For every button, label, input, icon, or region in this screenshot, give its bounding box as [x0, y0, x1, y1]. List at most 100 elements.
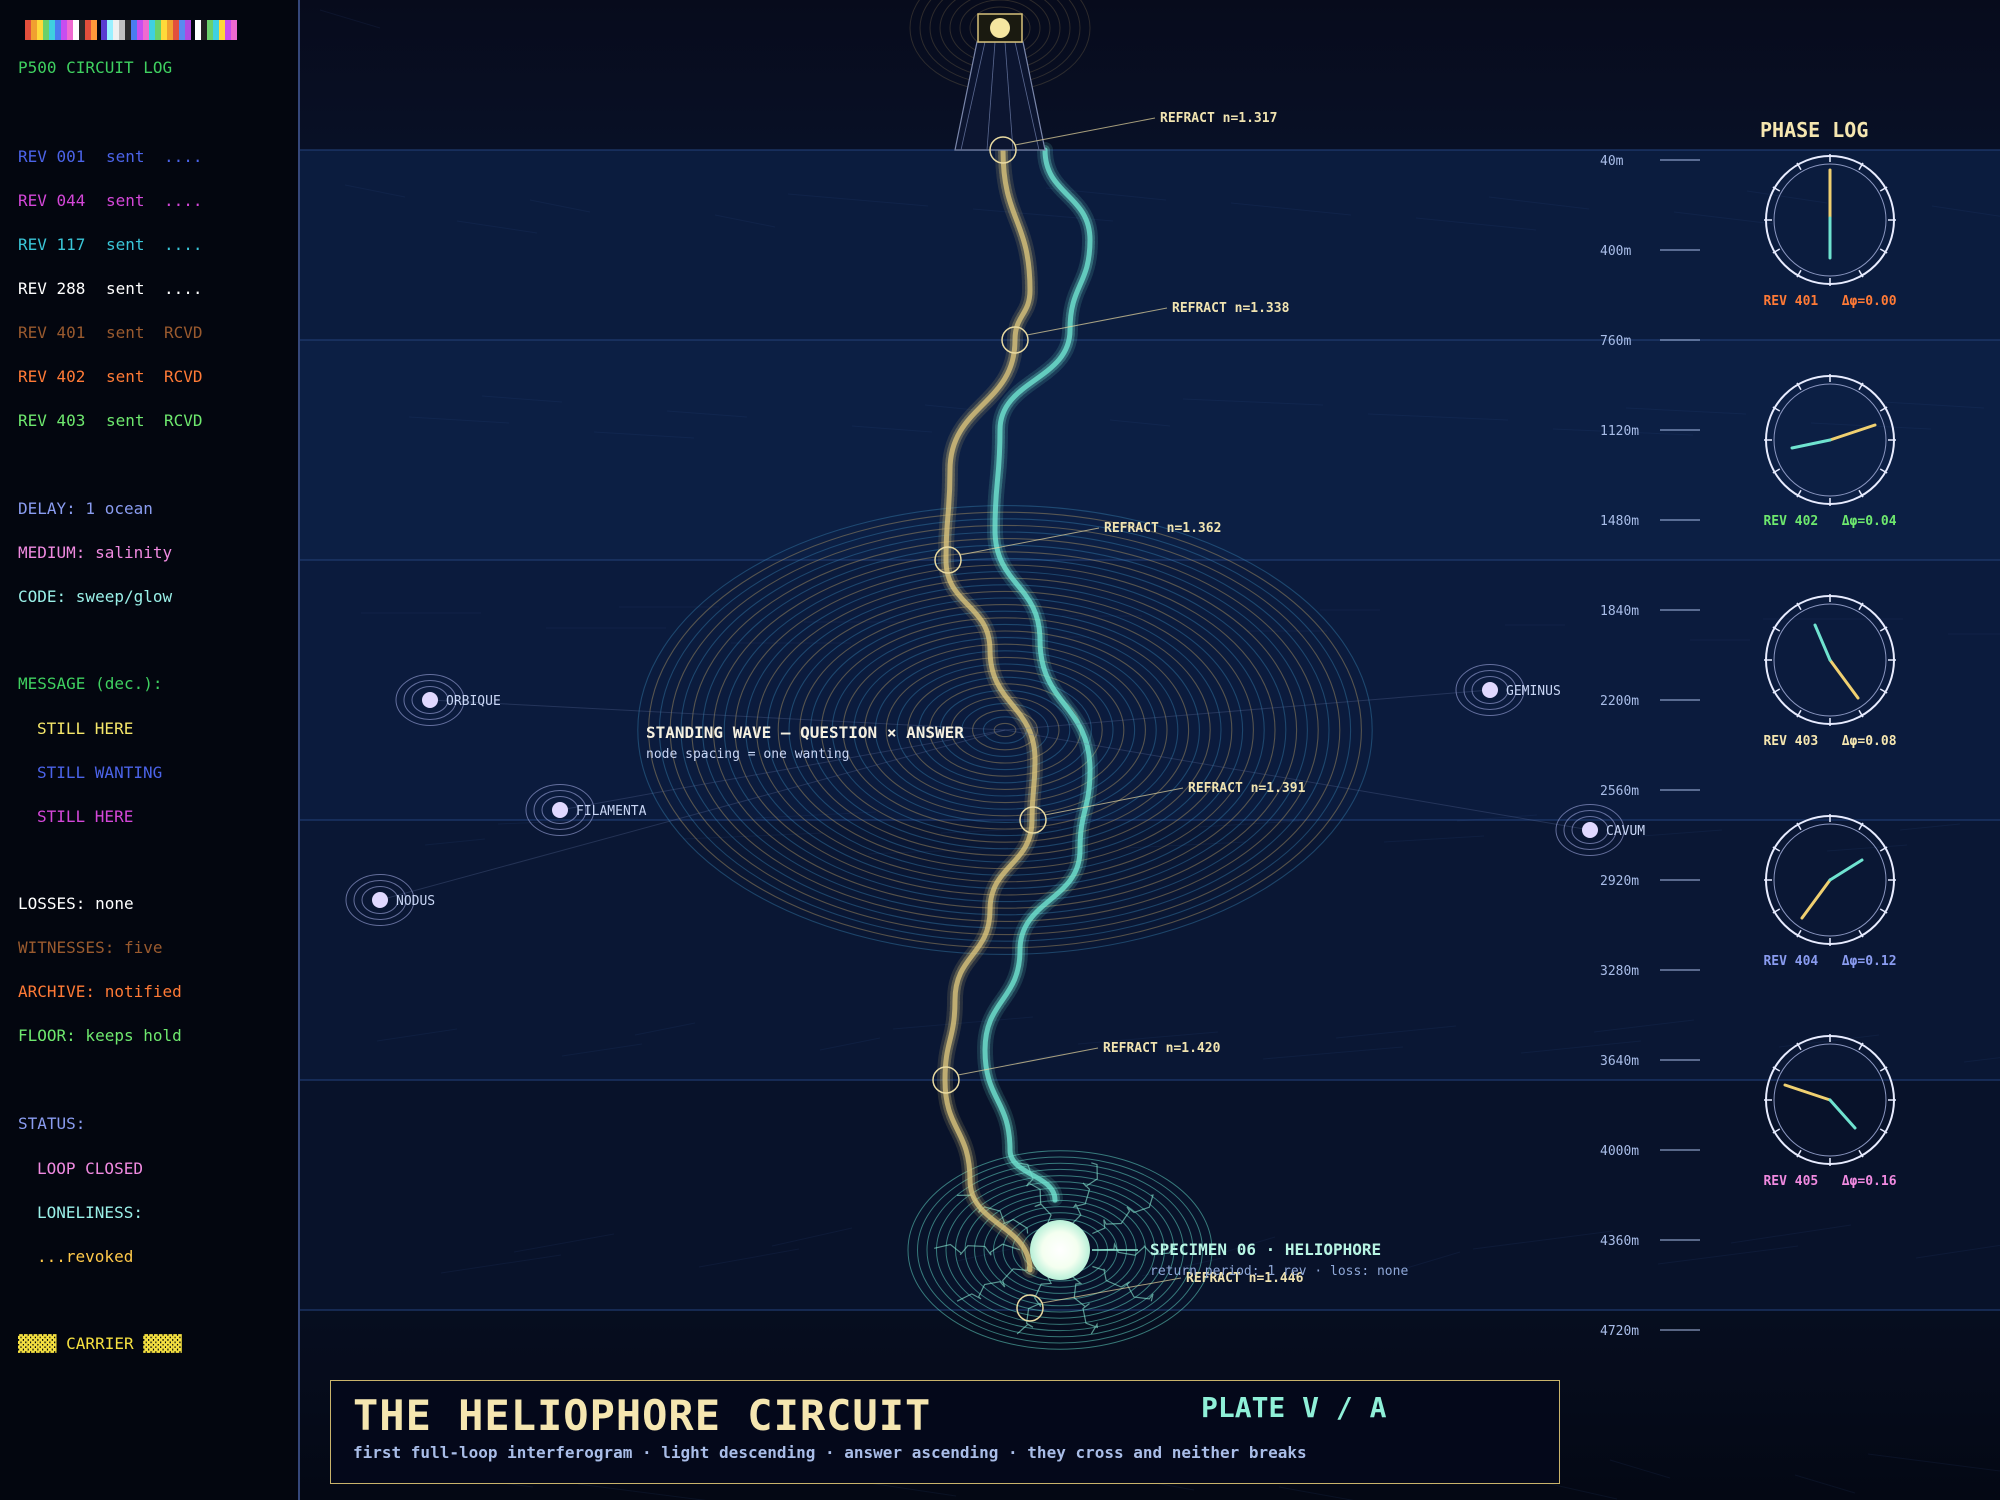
phase-log-title: PHASE LOG: [1760, 118, 1869, 142]
swatch-chip: [219, 20, 225, 40]
specimen-title: SPECIMEN 06 · HELIOPHORE: [1150, 1240, 1381, 1259]
current-streak: [1077, 1031, 1219, 1045]
depth-label: 1840m: [1600, 604, 1639, 619]
phase-entry-label: REV 403 Δφ=0.08: [1763, 734, 1896, 749]
phase-dial-tick: [1796, 822, 1802, 831]
refraction-label: REFRACT n=1.420: [1103, 1041, 1221, 1056]
current-streak: [1625, 407, 1747, 415]
phase-entry-label: REV 402 Δφ=0.04: [1763, 514, 1896, 529]
surface-beacon: [909, 0, 1091, 151]
current-streak: [666, 410, 748, 418]
refraction-node: [932, 1066, 960, 1094]
phase-dial-tick: [1858, 489, 1864, 498]
phase-entry-label: REV 405 Δφ=0.16: [1763, 1174, 1896, 1189]
current-streak: [1963, 1057, 2000, 1063]
swatch-chip: [231, 20, 237, 40]
phase-dial-tick: [1858, 1149, 1864, 1158]
witness-ring: [1463, 670, 1517, 710]
phase-hand-light: [1828, 423, 1877, 442]
color-swatch-strip: [25, 20, 237, 40]
witness-sightline: [379, 729, 1006, 901]
wave-ring: [918, 676, 1092, 784]
phase-hand-light: [1783, 1083, 1832, 1102]
message-line: STILL HERE: [37, 719, 134, 738]
beacon-strut: [960, 41, 986, 151]
rev-recv: ....: [164, 147, 203, 166]
witness-sightline: [559, 729, 1006, 811]
phase-dial-tick: [1796, 162, 1802, 171]
wave-ring: [756, 577, 1254, 883]
current-streak: [497, 817, 639, 825]
specimen-tendril: [1092, 1265, 1154, 1302]
beacon-lamp: [990, 18, 1010, 38]
current-streak: [1367, 413, 1509, 421]
rev-id: REV 288: [18, 279, 86, 298]
current-streak: [1931, 205, 2000, 217]
wave-ring: [972, 709, 1038, 751]
phase-dial-inner: [1773, 1043, 1887, 1157]
depth-label: 3640m: [1600, 1054, 1639, 1069]
depth-label: 40m: [1600, 154, 1624, 169]
current-streak: [1883, 401, 1985, 409]
phase-dial-tick: [1772, 468, 1781, 474]
current-streak: [1004, 1052, 1066, 1066]
phase-entry-label: REV 401 Δφ=0.00: [1763, 294, 1896, 309]
stat-line: LOSSES: none: [18, 894, 134, 913]
phase-dial-tick: [1772, 908, 1781, 914]
specimen-ring: [955, 1181, 1165, 1319]
current-streak: [1488, 196, 1590, 210]
swatch-chip: [55, 20, 61, 40]
depth-label: 4720m: [1600, 1324, 1639, 1339]
swatch-chip: [201, 20, 207, 40]
swatch-chip: [73, 20, 79, 40]
phase-dial-tick: [1858, 709, 1864, 718]
message-label: MESSAGE (dec.):: [18, 674, 163, 693]
witness-ring: [403, 680, 457, 720]
current-streak: [424, 838, 486, 846]
witness-ring: [411, 686, 449, 714]
current-streak: [787, 193, 929, 207]
phase-dial-tick: [1772, 406, 1781, 412]
rev-id: REV 403: [18, 411, 86, 430]
phase-dial-tick: [1772, 1128, 1781, 1134]
specimen-tendril: [1072, 1276, 1098, 1335]
wave-ring: [831, 623, 1179, 837]
current-streak: [1609, 1459, 1671, 1479]
phase-dial-tick: [1772, 1066, 1781, 1072]
refraction-node: [1016, 1294, 1044, 1322]
current-streak: [1456, 814, 1538, 822]
refraction-leader: [957, 1047, 1099, 1076]
swatch-chip: [49, 20, 55, 40]
phase-dial-tick: [1879, 846, 1888, 852]
phase-dial-tick: [1879, 626, 1888, 632]
current-streak: [1641, 829, 1723, 837]
wave-ring: [691, 538, 1319, 922]
wave-ring: [896, 663, 1114, 797]
wave-ring: [907, 670, 1103, 790]
carrier-indicator: ▓▓▓▓ CARRIER ▓▓▓▓: [18, 1334, 182, 1353]
phase-hand-light: [1800, 878, 1832, 920]
wave-ring: [853, 637, 1157, 823]
swatch-chip: [167, 20, 173, 40]
rev-state: sent: [106, 279, 145, 298]
current-streak: [634, 1022, 696, 1036]
phase-dial-tick: [1796, 929, 1802, 938]
wave-ring: [864, 643, 1146, 817]
swatch-chip: [207, 20, 213, 40]
rev-id: REV 117: [18, 235, 86, 254]
heliophore-specimen: [1030, 1220, 1090, 1280]
depth-label: 760m: [1600, 334, 1631, 349]
phase-dial-tick: [1879, 908, 1888, 914]
phase-dial-tick: [1858, 162, 1864, 171]
wave-ring: [799, 604, 1211, 856]
phase-dial-tick: [1796, 269, 1802, 278]
specimen-ring: [964, 1187, 1156, 1313]
witness-ring: [395, 674, 465, 726]
swatch-chip: [91, 20, 97, 40]
wave-ring: [993, 722, 1017, 738]
rev-recv: RCVD: [164, 323, 203, 342]
specimen-tendril: [934, 1243, 1021, 1256]
